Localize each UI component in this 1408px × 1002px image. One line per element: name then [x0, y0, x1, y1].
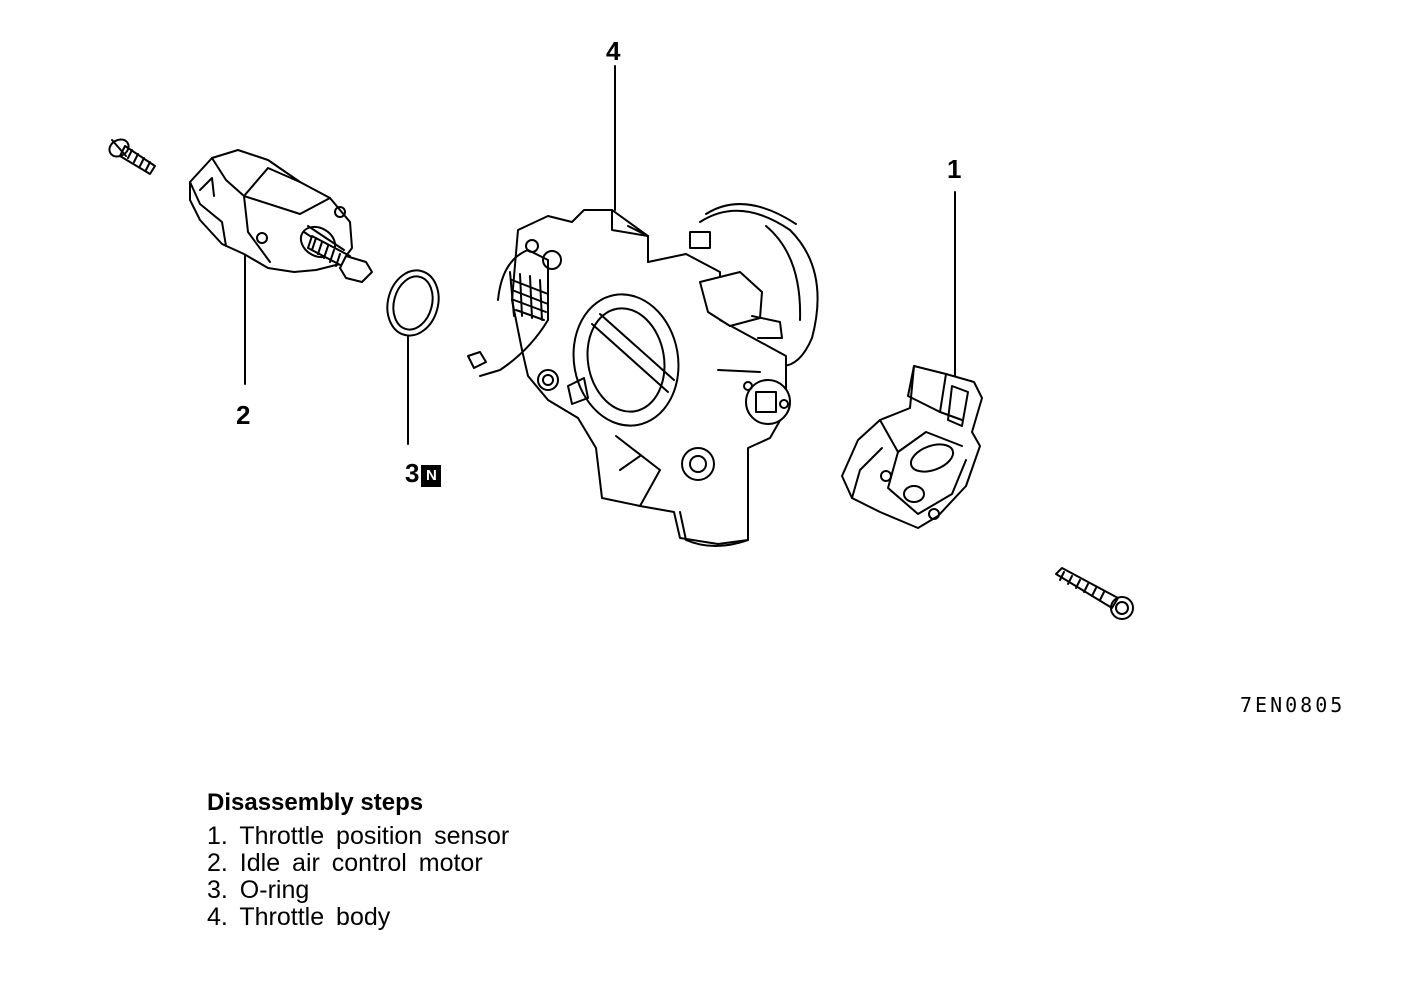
callout-3-number: 3 — [405, 458, 420, 488]
list-item: 3. O-ring — [207, 876, 310, 904]
reference-code: 7EN0805 — [1240, 693, 1346, 717]
idle-air-control-motor-icon — [189, 149, 373, 283]
o-ring-icon — [386, 269, 440, 337]
callout-2: 2 — [236, 400, 251, 430]
list-item: 1. Throttle position sensor — [207, 822, 510, 850]
new-part-badge: N — [421, 465, 442, 487]
steps-title: Disassembly steps — [207, 789, 424, 816]
callout-4: 4 — [606, 36, 621, 66]
steps-list: 1. Throttle position sensor 2. Idle air … — [207, 823, 509, 931]
throttle-position-sensor-icon — [841, 365, 983, 529]
bolt-icon — [108, 138, 156, 175]
list-item: 2. Idle air control motor — [207, 849, 483, 877]
throttle-body-icon — [467, 203, 819, 547]
disassembly-steps: Disassembly steps 1. Throttle position s… — [207, 789, 509, 931]
bolt-icon — [1055, 567, 1134, 620]
list-item: 4. Throttle body — [207, 903, 391, 931]
callout-1: 1 — [947, 154, 962, 184]
